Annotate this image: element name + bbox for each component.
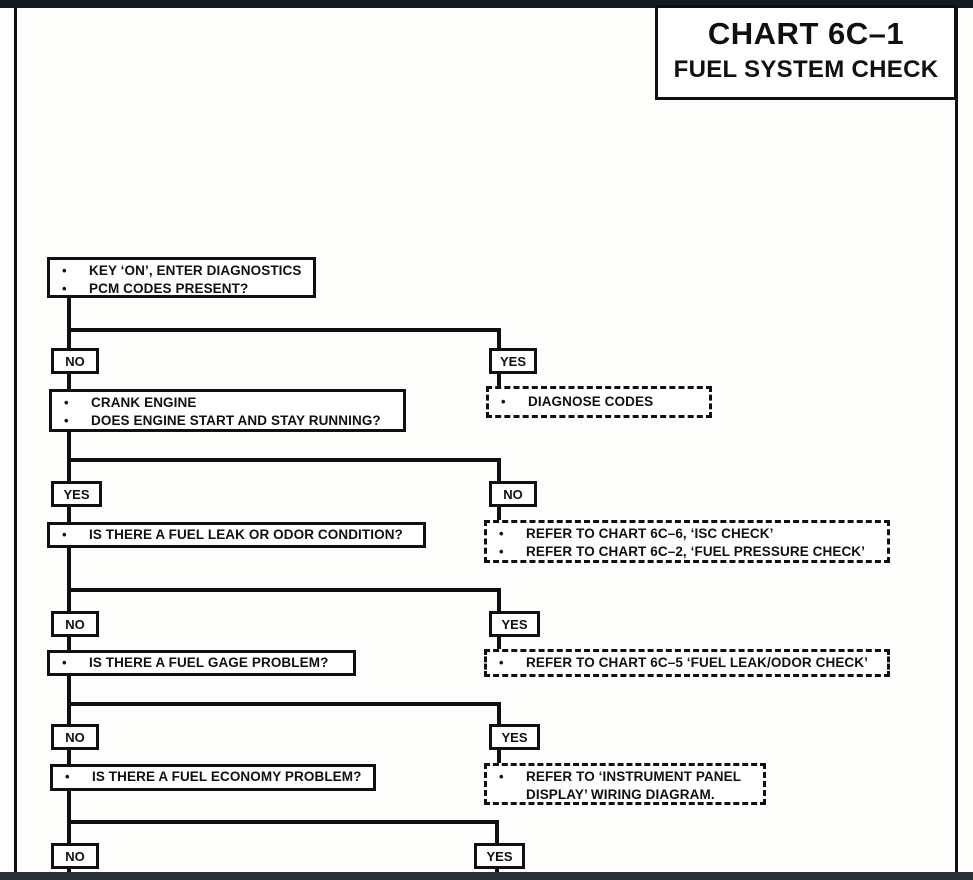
chart-subtitle: FUEL SYSTEM CHECK <box>673 56 939 83</box>
action-box-diagnose-codes: • DIAGNOSE CODES <box>486 386 712 418</box>
bullet-icon: • <box>64 395 69 410</box>
left-trunk-line <box>67 296 71 874</box>
top-edge-band <box>0 0 973 8</box>
action-box-refer-isc-pressure: • REFER TO CHART 6C–6, ‘ISC CHECK’ • REFER… <box>484 520 890 563</box>
chart-title: CHART 6C–1 <box>707 16 905 51</box>
branch-2-right-stub <box>497 505 501 523</box>
bullet-icon: • <box>499 543 504 559</box>
action-refer-pressure-line2: REFER TO CHART 6C–2, ‘FUEL PRESSURE CHEC… <box>526 543 866 559</box>
flow-box-fuel-gage-line1: IS THERE A FUEL GAGE PROBLEM? <box>89 655 329 670</box>
branch-3-right-drop <box>497 588 501 614</box>
branch-1-left-label: NO <box>51 348 99 374</box>
branch-2-right-drop <box>497 458 501 484</box>
flow-box-fuel-leak-odor-line1: IS THERE A FUEL LEAK OR ODOR CONDITION? <box>89 527 403 542</box>
bullet-icon: • <box>501 394 506 409</box>
branch-3-left-label: NO <box>51 611 99 637</box>
flow-box-crank-line1: CRANK ENGINE <box>91 395 197 410</box>
branch-5-left-label: NO <box>51 843 99 869</box>
flow-box-key-on-line1: KEY ‘ON’, ENTER DIAGNOSTICS <box>89 263 302 278</box>
branch-1-hline <box>67 328 501 332</box>
page-border-right <box>955 8 958 880</box>
chart-title-box: CHART 6C–1 FUEL SYSTEM CHECK <box>655 5 957 100</box>
action-box-refer-instrument-panel: • REFER TO ‘INSTRUMENT PANEL DISPLAY’ WIR… <box>484 763 766 805</box>
action-refer-leak-odor-line1: REFER TO CHART 6C–5 ‘FUEL LEAK/ODOR CHEC… <box>526 655 868 670</box>
bullet-icon: • <box>65 769 70 784</box>
branch-5-right-tail <box>495 867 499 874</box>
bullet-icon: • <box>62 655 67 670</box>
flow-box-key-on-line2: PCM CODES PRESENT? <box>89 280 249 296</box>
branch-5-hline <box>67 820 497 824</box>
flow-box-crank-engine: • CRANK ENGINE • DOES ENGINE START AND STA… <box>49 389 406 432</box>
page-border-left <box>14 8 17 880</box>
action-refer-isc-line1: REFER TO CHART 6C–6, ‘ISC CHECK’ <box>526 526 774 541</box>
branch-4-right-label: YES <box>489 724 540 750</box>
branch-2-right-label: NO <box>489 481 537 507</box>
bullet-icon: • <box>62 263 67 278</box>
flow-box-crank-line2: DOES ENGINE START AND STAY RUNNING? <box>91 412 381 428</box>
action-refer-instrument-line1: REFER TO ‘INSTRUMENT PANEL <box>526 769 742 784</box>
bullet-icon: • <box>499 769 504 784</box>
flow-box-fuel-economy-line1: IS THERE A FUEL ECONOMY PROBLEM? <box>92 769 362 784</box>
bottom-edge-band <box>0 872 973 880</box>
branch-4-left-label: NO <box>51 724 99 750</box>
branch-1-right-label: YES <box>489 348 537 374</box>
branch-5-right-label: YES <box>474 843 525 869</box>
bullet-icon: • <box>62 527 67 542</box>
branch-2-left-label: YES <box>51 481 102 507</box>
flow-box-fuel-economy: • IS THERE A FUEL ECONOMY PROBLEM? <box>50 764 376 791</box>
branch-4-right-stub <box>497 748 501 766</box>
branch-4-hline <box>67 702 501 706</box>
action-box-refer-leak-odor: • REFER TO CHART 6C–5 ‘FUEL LEAK/ODOR CHE… <box>484 649 890 677</box>
branch-3-right-stub <box>497 635 501 652</box>
bullet-icon: • <box>62 280 67 296</box>
flow-box-fuel-gage: • IS THERE A FUEL GAGE PROBLEM? <box>47 650 356 676</box>
bullet-icon: • <box>499 655 504 670</box>
action-refer-instrument-line2: DISPLAY’ WIRING DIAGRAM. <box>526 786 715 802</box>
branch-3-right-label: YES <box>489 611 540 637</box>
flow-box-fuel-leak-odor: • IS THERE A FUEL LEAK OR ODOR CONDITION? <box>47 522 426 548</box>
branch-2-hline <box>67 458 501 462</box>
branch-5-right-drop <box>495 820 499 845</box>
branch-1-right-stub <box>497 372 501 390</box>
flow-box-key-on: • KEY ‘ON’, ENTER DIAGNOSTICS • PCM CODES … <box>47 257 316 298</box>
branch-1-right-drop <box>497 328 501 352</box>
branch-3-hline <box>67 588 501 592</box>
action-diagnose-codes-line1: DIAGNOSE CODES <box>528 394 654 409</box>
bullet-icon: • <box>64 412 69 428</box>
branch-4-right-drop <box>497 702 501 727</box>
bullet-icon: • <box>499 526 504 541</box>
